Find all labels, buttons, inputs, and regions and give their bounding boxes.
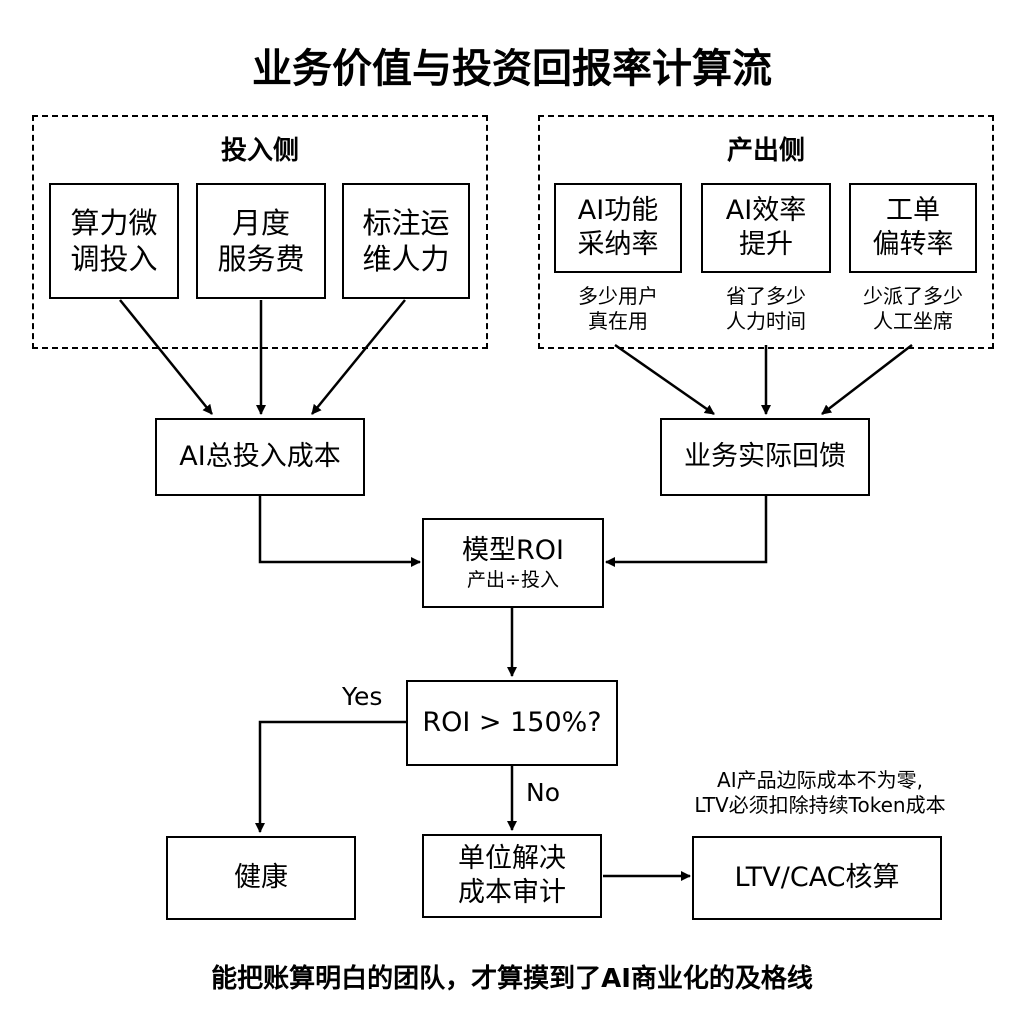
adoption-note-line1: 多少用户 bbox=[578, 284, 658, 308]
monthly-fee-box: 月度 服务费 bbox=[196, 183, 326, 299]
labeling-labor-line1: 标注运 bbox=[362, 206, 450, 240]
arrow-yes-to-healthy bbox=[255, 720, 406, 833]
model-roi-label: 模型ROI bbox=[462, 535, 564, 566]
labeling-labor-line2: 维人力 bbox=[362, 242, 450, 276]
adoption-note-line2: 真在用 bbox=[588, 309, 648, 333]
arrow-cost-to-roi bbox=[258, 496, 421, 567]
efficiency-line2: 提升 bbox=[739, 229, 793, 260]
efficiency-note-line2: 人力时间 bbox=[726, 309, 806, 333]
ltv-cac-label: LTV/CAC核算 bbox=[734, 862, 900, 893]
deflection-rate-box: 工单 偏转率 bbox=[849, 183, 977, 273]
monthly-fee-line1: 月度 bbox=[231, 206, 290, 240]
efficiency-note: 省了多少 人力时间 bbox=[694, 284, 838, 334]
healthy-box: 健康 bbox=[166, 836, 356, 920]
ltv-note: AI产品边际成本不为零, LTV必须扣除持续Token成本 bbox=[640, 768, 1000, 818]
model-roi-box: 模型ROI 产出÷投入 bbox=[422, 518, 604, 608]
deflection-note: 少派了多少 人工坐席 bbox=[841, 284, 985, 334]
compute-finetune-line1: 算力微 bbox=[70, 206, 158, 240]
deflection-note-line2: 人工坐席 bbox=[873, 309, 953, 333]
output-group bbox=[538, 115, 994, 349]
output-group-title: 产出侧 bbox=[726, 136, 805, 166]
adoption-rate-box: AI功能 采纳率 bbox=[554, 183, 682, 273]
monthly-fee-line2: 服务费 bbox=[217, 242, 305, 276]
roi-decision-box: ROI > 150%? bbox=[406, 680, 618, 766]
business-feedback-label: 业务实际回馈 bbox=[684, 441, 846, 472]
model-roi-formula: 产出÷投入 bbox=[467, 569, 559, 591]
deflection-rate-line1: 工单 bbox=[886, 195, 940, 226]
unit-cost-audit-line1: 单位解决 bbox=[458, 843, 566, 874]
deflection-note-line1: 少派了多少 bbox=[863, 284, 963, 308]
arrow-deflection-to-feedback bbox=[821, 344, 913, 415]
total-cost-box: AI总投入成本 bbox=[155, 418, 365, 496]
input-group-title: 投入侧 bbox=[220, 136, 299, 166]
compute-finetune-line2: 调投入 bbox=[70, 242, 158, 276]
business-feedback-box: 业务实际回馈 bbox=[660, 418, 870, 496]
arrow-feedback-to-roi bbox=[605, 496, 768, 567]
roi-decision-label: ROI > 150%? bbox=[422, 707, 602, 738]
efficiency-line1: AI效率 bbox=[725, 195, 807, 226]
page-title: 业务价值与投资回报率计算流 bbox=[252, 46, 772, 92]
deflection-rate-line2: 偏转率 bbox=[872, 229, 954, 260]
ltv-cac-box: LTV/CAC核算 bbox=[692, 836, 942, 920]
adoption-note: 多少用户 真在用 bbox=[546, 284, 690, 334]
arrow-labor-to-cost bbox=[311, 299, 406, 415]
efficiency-note-line1: 省了多少 bbox=[726, 284, 806, 308]
adoption-rate-line2: 采纳率 bbox=[577, 229, 659, 260]
compute-finetune-box: 算力微 调投入 bbox=[49, 183, 179, 299]
adoption-rate-line1: AI功能 bbox=[577, 195, 659, 226]
total-cost-label: AI总投入成本 bbox=[179, 441, 341, 472]
footer-caption: 能把账算明白的团队，才算摸到了AI商业化的及格线 bbox=[211, 964, 813, 994]
arrow-compute-to-cost bbox=[119, 299, 213, 415]
arrow-adoption-to-feedback bbox=[614, 343, 715, 416]
no-label: No bbox=[526, 778, 560, 807]
labeling-labor-box: 标注运 维人力 bbox=[342, 183, 470, 299]
ltv-note-line1: AI产品边际成本不为零, bbox=[717, 768, 923, 792]
ltv-note-line2: LTV必须扣除持续Token成本 bbox=[694, 793, 946, 817]
healthy-label: 健康 bbox=[234, 862, 288, 893]
yes-label: Yes bbox=[342, 682, 383, 711]
input-group bbox=[32, 115, 488, 349]
unit-cost-audit-line2: 成本审计 bbox=[458, 877, 566, 908]
efficiency-box: AI效率 提升 bbox=[701, 183, 831, 273]
unit-cost-audit-box: 单位解决 成本审计 bbox=[422, 834, 602, 918]
